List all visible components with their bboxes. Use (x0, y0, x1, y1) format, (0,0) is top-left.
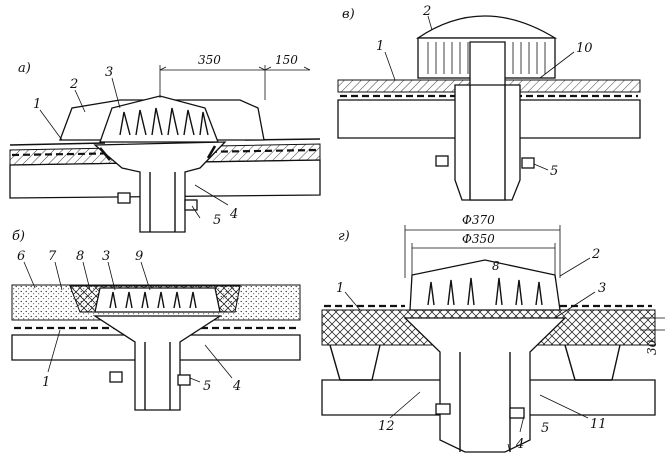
panel-b: б) 6 7 8 3 9 1 5 4 (11, 229, 301, 411)
label-b-3: 3 (102, 249, 110, 264)
label-g-5: 5 (541, 421, 549, 436)
label-b-1: 1 (42, 375, 50, 390)
label-b-8: 8 (76, 249, 84, 264)
label-v-5: 5 (550, 164, 558, 179)
label-g-1: 1 (336, 281, 344, 296)
label-a-5: 5 (213, 213, 221, 228)
label-b-4: 4 (232, 379, 241, 394)
dim-30: 30 (645, 339, 659, 355)
label-g-11: 11 (590, 417, 607, 432)
label-a-1: 1 (33, 97, 41, 112)
panel-v-funnel (454, 84, 521, 201)
panel-g-ribs (329, 344, 621, 381)
label-b-5: 5 (203, 379, 211, 394)
label-v-10: 10 (576, 41, 593, 56)
panel-b-funnel (92, 315, 223, 411)
panel-g-bracket-right (509, 407, 525, 419)
label-v-2: 2 (422, 4, 431, 19)
panel-a-bracket-left (117, 192, 131, 204)
panel-g-bracket-left (435, 403, 451, 415)
label-a-4: 4 (229, 207, 238, 222)
panel-v-bracket-left (435, 155, 449, 167)
label-b-6: 6 (17, 249, 25, 264)
panel-g: г) Φ370 Φ350 8 30 1 2 3 11 12 5 (321, 213, 665, 453)
panel-a-membrane (11, 148, 319, 157)
panel-v-letter: в) (342, 7, 355, 22)
panel-a-funnel (93, 141, 227, 233)
panel-b-bracket-right (177, 374, 191, 386)
label-g-2: 2 (591, 247, 600, 262)
label-b-7: 7 (48, 249, 57, 264)
panel-v-bracket-right (521, 157, 535, 169)
panel-g-letter: г) (338, 229, 350, 244)
label-g-12: 12 (378, 419, 395, 434)
panel-b-grate (94, 287, 221, 313)
dim-8: 8 (492, 259, 500, 273)
label-v-1: 1 (376, 39, 384, 54)
panel-a-letter: а) (18, 61, 31, 76)
panel-a-grate-slots (119, 107, 209, 136)
panel-a-bracket-right (184, 199, 198, 211)
panel-b-grate-slots (109, 291, 197, 309)
panel-g-dim-lines (404, 225, 561, 278)
panel-b-letter: б) (12, 229, 25, 244)
dim-phi-350: Φ350 (462, 232, 495, 246)
panel-a: а) 350 150 1 2 3 4 5 (9, 53, 321, 233)
label-g-3: 3 (598, 281, 606, 296)
label-a-3: 3 (105, 65, 113, 80)
label-b-9: 9 (135, 249, 143, 264)
panel-b-bracket-left (109, 371, 123, 383)
panel-v-dome (415, 15, 558, 39)
panel-g-grate-slots (427, 277, 543, 306)
panel-a-dim-line (159, 65, 311, 100)
panel-g-funnel (403, 317, 567, 453)
label-a-2: 2 (69, 77, 78, 92)
panel-v: в) 1 2 10 5 (337, 4, 641, 201)
dim-phi-370: Φ370 (462, 213, 495, 227)
label-g-4: 4 (515, 437, 524, 452)
dim-350-a: 350 (198, 53, 221, 67)
panel-g-grate (409, 259, 561, 311)
dim-150-a: 150 (275, 53, 298, 67)
